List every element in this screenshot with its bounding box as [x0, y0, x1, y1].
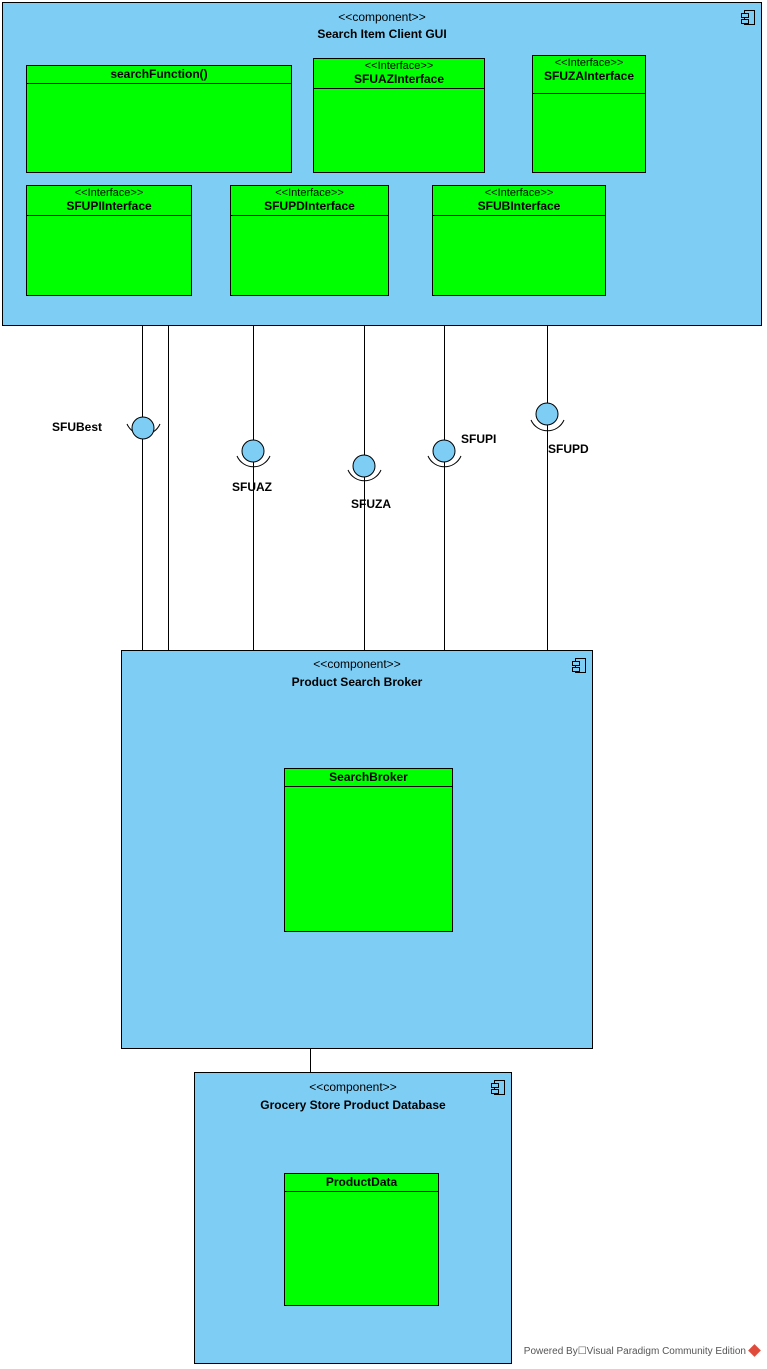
class-sfuza-interface[interactable]: <<Interface>> SFUZAInterface [532, 55, 646, 173]
class-name: SFUZAInterface [543, 69, 635, 83]
class-name: ProductData [325, 1175, 398, 1189]
class-sfuaz-interface[interactable]: <<Interface>> SFUAZInterface [313, 58, 485, 173]
class-search-function[interactable]: searchFunction() [26, 65, 292, 173]
component-name: Grocery Store Product Database [260, 1098, 446, 1112]
class-stereotype: <<Interface>> [74, 187, 144, 199]
component-name: Product Search Broker [291, 675, 423, 689]
component-product-search-broker[interactable]: <<component>> Product Search Broker Sear… [121, 650, 593, 1049]
class-name: SFUBInterface [477, 199, 561, 213]
class-name: searchFunction() [110, 67, 208, 81]
interface-label-sfubest: SFUBest [52, 420, 103, 434]
component-stereotype: <<component>> [338, 10, 426, 24]
component-icon [572, 658, 586, 673]
footer-text: Powered By☐Visual Paradigm Community Edi… [523, 1346, 746, 1357]
class-sfub-interface[interactable]: <<Interface>> SFUBInterface [432, 185, 606, 296]
class-name: SFUPDInterface [264, 199, 355, 213]
class-sfupd-interface[interactable]: <<Interface>> SFUPDInterface [230, 185, 389, 296]
class-name: SFUAZInterface [353, 72, 445, 86]
component-icon [741, 10, 755, 25]
class-product-data[interactable]: ProductData [284, 1173, 439, 1306]
class-stereotype: <<Interface>> [554, 57, 624, 69]
component-stereotype: <<component>> [313, 657, 401, 671]
class-stereotype: <<Interface>> [275, 187, 344, 199]
component-search-item-client-gui[interactable]: <<component>> Search Item Client GUI sea… [2, 2, 762, 326]
interface-sfupi-symbol [427, 439, 462, 468]
component-stereotype: <<component>> [309, 1080, 397, 1094]
component-icon [491, 1080, 505, 1095]
interface-sfuaz-symbol [236, 439, 271, 468]
class-name: SFUPIInterface [66, 199, 152, 213]
interface-sfuza-symbol [347, 454, 382, 482]
interface-sfupd-symbol [530, 402, 565, 432]
interface-label-sfupi: SFUPI [461, 432, 497, 446]
visual-paradigm-logo-icon [748, 1344, 761, 1357]
class-name: SearchBroker [329, 770, 408, 784]
class-stereotype: <<Interface>> [364, 60, 434, 72]
interface-sfubest-symbol [126, 416, 161, 440]
component-name: Search Item Client GUI [317, 27, 447, 41]
interface-label-sfuaz: SFUAZ [232, 480, 272, 494]
class-sfupi-interface[interactable]: <<Interface>> SFUPIInterface [26, 185, 192, 296]
interface-label-sfupd: SFUPD [548, 442, 589, 456]
component-grocery-store-product-database[interactable]: <<component>> Grocery Store Product Data… [194, 1072, 512, 1364]
class-search-broker[interactable]: SearchBroker [284, 768, 453, 932]
class-stereotype: <<Interface>> [484, 187, 554, 199]
interface-label-sfuza: SFUZA [351, 497, 391, 511]
powered-by-footer: Powered By☐Visual Paradigm Community Edi… [523, 1344, 761, 1357]
